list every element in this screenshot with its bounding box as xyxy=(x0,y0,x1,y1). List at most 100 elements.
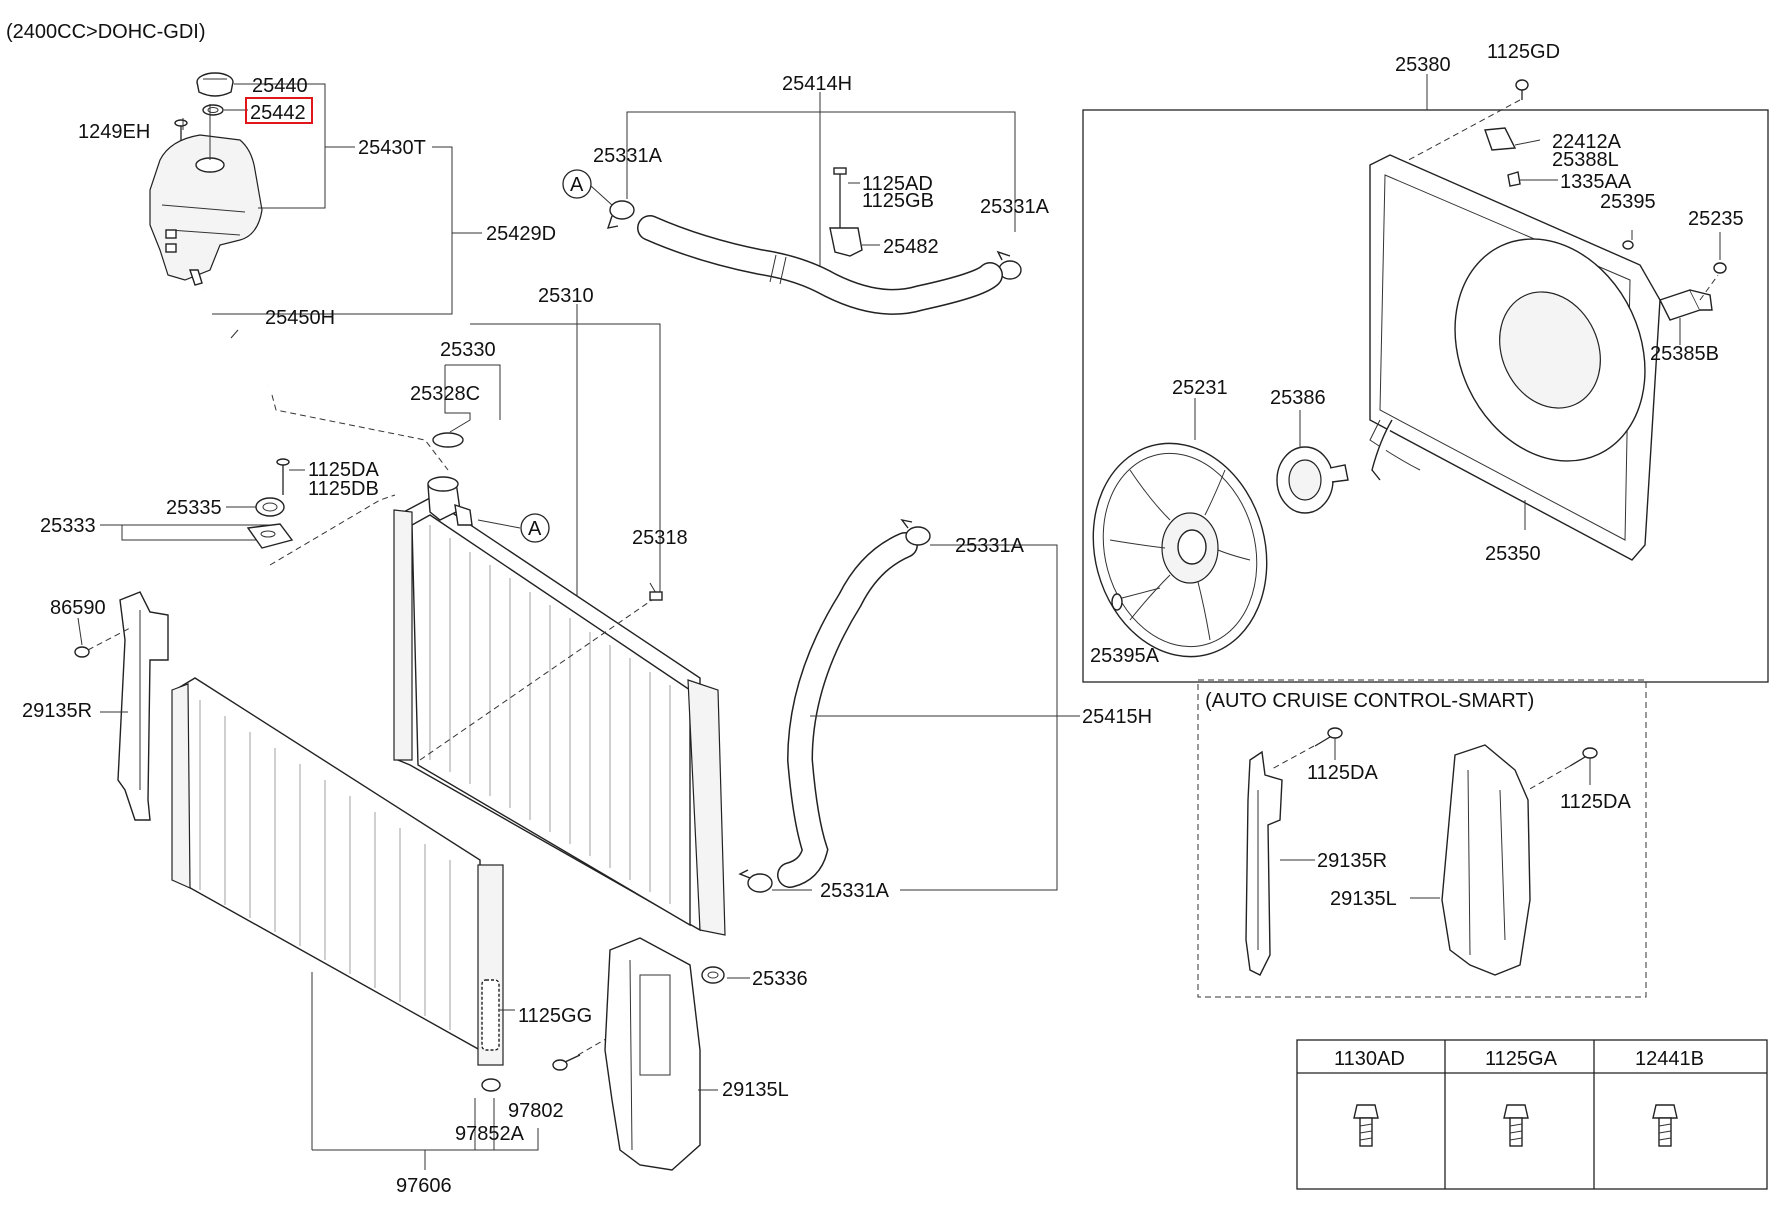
bolt-1125GG[interactable] xyxy=(552,1054,581,1071)
label-1125DB: 1125DB xyxy=(308,478,379,500)
label-25331A-lower-bottom: 25331A xyxy=(820,880,890,902)
side-air-guard-29135R-acc[interactable] xyxy=(1245,750,1283,976)
reservoir-cap[interactable] xyxy=(196,72,234,97)
lower-insulator-25336[interactable] xyxy=(701,966,725,984)
bolt-1125DA-acc-right[interactable] xyxy=(1569,747,1598,767)
bolt-icon-1130AD xyxy=(1353,1104,1379,1147)
label-1125GD: 1125GD xyxy=(1487,41,1560,63)
label-25336: 25336 xyxy=(752,968,808,990)
radiator-mount-insulator-25335[interactable] xyxy=(255,497,285,517)
label-25414H: 25414H xyxy=(782,73,852,95)
label-1125DA-acc-left: 1125DA xyxy=(1307,762,1378,784)
reservoir-tank[interactable] xyxy=(149,134,263,286)
fastener-header-2: 1125GA xyxy=(1485,1048,1558,1070)
receiver-drier-97802[interactable] xyxy=(481,979,500,1051)
label-25395A: 25395A xyxy=(1090,645,1160,667)
label-25430T: 25430T xyxy=(358,137,426,159)
fan-motor-25386[interactable] xyxy=(1276,446,1349,514)
label-25335: 25335 xyxy=(166,497,222,519)
bolt-25235[interactable] xyxy=(1713,262,1727,274)
bolt-1125GD[interactable] xyxy=(1515,79,1529,100)
upper-radiator-hose-25414H[interactable] xyxy=(637,215,1003,315)
clip-25395A[interactable] xyxy=(1111,593,1123,611)
label-25380: 25380 xyxy=(1395,54,1451,76)
label-86590: 86590 xyxy=(50,597,106,619)
resistor-25385B[interactable] xyxy=(1659,289,1713,321)
label-29135R-main: 29135R xyxy=(22,700,92,722)
overflow-hose-25450H[interactable] xyxy=(202,289,274,386)
label-25350: 25350 xyxy=(1485,543,1541,565)
label-25330: 25330 xyxy=(440,339,496,361)
ref-circle-a-upper: A xyxy=(562,169,592,199)
label-25328C: 25328C xyxy=(410,383,480,405)
bolt-1125DA-acc-left[interactable] xyxy=(1314,727,1343,747)
label-1125AD: 1125AD xyxy=(862,173,933,195)
label-22412A: 22412A xyxy=(1552,131,1622,153)
fan-blade-25231[interactable] xyxy=(1070,424,1290,677)
fan-shroud-25350[interactable] xyxy=(1369,154,1680,561)
label-1125DA-1: 1125DA xyxy=(308,459,379,481)
label-25386: 25386 xyxy=(1270,387,1326,409)
side-air-guard-29135R[interactable] xyxy=(117,591,169,821)
label-25231: 25231 xyxy=(1172,377,1228,399)
label-plate-22412A[interactable] xyxy=(1484,127,1517,151)
label-25395: 25395 xyxy=(1600,191,1656,213)
label-25331A-upper-right: 25331A xyxy=(980,196,1050,218)
label-25415H: 25415H xyxy=(1082,706,1152,728)
auto-cruise-title: (AUTO CRUISE CONTROL-SMART) xyxy=(1205,690,1534,712)
auto-cruise-box xyxy=(1197,679,1647,998)
label-1335AA: 1335AA xyxy=(1560,171,1632,193)
label-25450H: 25450H xyxy=(265,307,335,329)
bolt-25395[interactable] xyxy=(1622,240,1634,250)
label-1125GB: 1125GB xyxy=(862,190,934,212)
hose-clamp-upper-left[interactable] xyxy=(606,200,635,229)
ref-circle-a-lower: A xyxy=(520,513,550,543)
reservoir-cap-seal[interactable] xyxy=(202,104,224,116)
bolt-1125DA-1125DB[interactable] xyxy=(276,458,290,495)
bolt-icon-12441B xyxy=(1652,1104,1678,1147)
label-25440: 25440 xyxy=(252,75,308,97)
svg-text:A: A xyxy=(528,518,542,540)
radiator-25310[interactable] xyxy=(393,476,726,936)
cap-97852A[interactable] xyxy=(481,1078,501,1092)
label-25310: 25310 xyxy=(538,285,594,307)
hose-clamp-upper-right[interactable] xyxy=(996,250,1022,280)
fastener-header-3: 12441B xyxy=(1635,1048,1704,1070)
label-29135R-acc: 29135R xyxy=(1317,850,1387,872)
radiator-bracket-25333[interactable] xyxy=(246,523,294,549)
hose-clamp-lower-bottom[interactable] xyxy=(738,869,773,893)
hose-bracket-25482[interactable] xyxy=(829,167,863,257)
label-97852A: 97852A xyxy=(455,1123,525,1145)
label-25331A-upper-left: 25331A xyxy=(593,145,663,167)
label-25331A-lower-upper: 25331A xyxy=(955,535,1025,557)
label-25333: 25333 xyxy=(40,515,96,537)
label-97802: 97802 xyxy=(508,1100,564,1122)
label-25442: 25442 xyxy=(250,102,306,124)
label-1125DA-acc-right: 1125DA xyxy=(1560,791,1631,813)
lower-radiator-hose-25415H[interactable] xyxy=(777,532,918,888)
hose-clamp-lower-upper[interactable] xyxy=(900,518,931,546)
engine-spec-title: (2400CC>DOHC-GDI) xyxy=(6,21,205,43)
label-25235: 25235 xyxy=(1688,208,1744,230)
bolt-86590[interactable] xyxy=(74,646,90,658)
fastener-table xyxy=(1296,1039,1768,1190)
label-29135L-main: 29135L xyxy=(722,1079,789,1101)
label-29135L-acc: 29135L xyxy=(1330,888,1397,910)
label-1249EH: 1249EH xyxy=(78,121,150,143)
side-air-guard-29135L-acc[interactable] xyxy=(1441,744,1531,976)
label-97606: 97606 xyxy=(396,1175,452,1197)
label-1125GG: 1125GG xyxy=(518,1005,592,1027)
bolt-icon-1125GA xyxy=(1503,1104,1529,1147)
drain-plug-25318[interactable] xyxy=(649,591,663,601)
label-25385B: 25385B xyxy=(1650,343,1719,365)
label-25429D: 25429D xyxy=(486,223,556,245)
fastener-header-1: 1130AD xyxy=(1334,1048,1405,1070)
highlight-box-25442 xyxy=(245,97,313,124)
label-25318: 25318 xyxy=(632,527,688,549)
radiator-cap-25330[interactable] xyxy=(432,432,464,448)
fan-assembly-box xyxy=(1082,109,1769,683)
side-air-guard-29135L[interactable] xyxy=(604,937,701,1171)
label-25482: 25482 xyxy=(883,236,939,258)
clip-1335AA[interactable] xyxy=(1507,171,1521,187)
